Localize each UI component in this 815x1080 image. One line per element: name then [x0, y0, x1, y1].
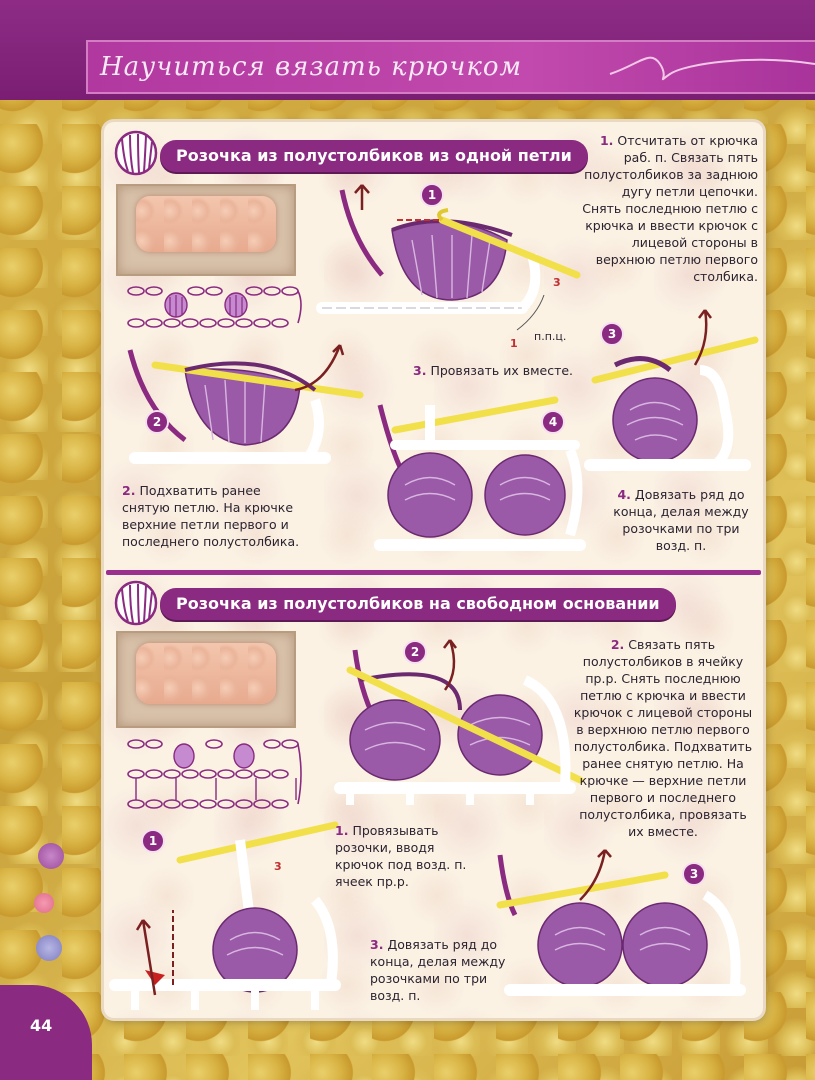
step-1-text: 1. Отсчитать от крючка раб. п. Связать п…	[580, 132, 758, 285]
step-badge-2: 2	[145, 410, 169, 434]
step-4-text: 4. Довязать ряд до конца, делая между ро…	[606, 486, 756, 554]
sample-rose-pink	[34, 893, 54, 913]
s2-step-3-number: 3.	[370, 937, 384, 952]
crochet-chart-1	[127, 286, 302, 328]
s2-step-3-description: Довязать ряд до конца, делая между розоч…	[370, 937, 506, 1003]
yarn-ball-icon	[114, 130, 158, 176]
s2-step-1-description: Провязывать розочки, вводя крючок под во…	[335, 823, 467, 889]
step-badge-3: 3	[600, 322, 624, 346]
s2-step-2-text: 2. Связать пять полустолбиков в ячейку п…	[570, 636, 756, 840]
label-1: 1	[510, 337, 518, 350]
step-4-illustration	[374, 396, 586, 551]
step-2-illustration	[127, 344, 364, 464]
step-2-description: Подхватить ранее снятую петлю. На крючке…	[122, 483, 300, 549]
header-banner	[86, 40, 815, 94]
step-4-number: 4.	[617, 487, 631, 502]
label-3: 3	[553, 276, 561, 289]
s2-step-badge-3: 3	[682, 862, 706, 886]
step-1-number: 1.	[599, 133, 614, 148]
s2-step-2-illustration	[334, 639, 584, 805]
section-1-title: Розочка из полустолбиков из одной петли	[160, 140, 588, 172]
label-ppc: п.п.ц.	[534, 330, 567, 343]
step-1-illustration	[316, 184, 581, 331]
step-1-description: Отсчитать от крючка раб. п. Связать пять…	[582, 133, 758, 284]
yarn-ball-icon-2	[114, 580, 158, 626]
step-3-description: Провязать их вместе.	[430, 363, 574, 378]
s2-step-2-number: 2.	[610, 637, 625, 652]
s2-label-3: 3	[274, 860, 282, 873]
step-badge-4: 4	[541, 410, 565, 434]
s2-step-1-illustration	[109, 821, 341, 1010]
photo-sample-2-texture	[136, 643, 276, 704]
s2-step-3-illustration	[496, 849, 746, 996]
s2-step-badge-2: 2	[403, 640, 427, 664]
sample-photo-1	[116, 184, 296, 276]
s2-step-badge-1: 1	[141, 829, 165, 853]
sample-rose-purple	[38, 843, 64, 869]
section-divider	[106, 570, 761, 575]
step-2-text: 2. Подхватить ранее снятую петлю. На крю…	[122, 482, 312, 550]
step-badge-1: 1	[420, 183, 444, 207]
s2-step-1-number: 1.	[335, 823, 349, 838]
s2-step-2-description: Связать пять полустолбиков в ячейку пр.р…	[573, 637, 753, 839]
page-number: 44	[30, 1016, 53, 1035]
step-3-text: 3. Провязать их вместе.	[413, 362, 593, 379]
page-title: Научиться вязать крючком	[100, 52, 523, 82]
photo-sample-1-texture	[136, 196, 276, 252]
step-3-illustration	[584, 309, 759, 471]
sample-rose-lilac	[36, 935, 62, 961]
yarn-swirl-decoration	[609, 56, 815, 81]
s2-step-1-text: 1. Провязывать розочки, вводя крючок под…	[335, 822, 485, 890]
step-4-description: Довязать ряд до конца, делая между розоч…	[613, 487, 749, 553]
s2-step-3-text: 3. Довязать ряд до конца, делая между ро…	[370, 936, 510, 1004]
crochet-chart-2	[127, 739, 302, 809]
step-3-number: 3.	[413, 363, 427, 378]
sample-photo-2	[116, 631, 296, 728]
section-2-title: Розочка из полустолбиков на свободном ос…	[160, 588, 676, 620]
step-2-number: 2.	[122, 483, 136, 498]
